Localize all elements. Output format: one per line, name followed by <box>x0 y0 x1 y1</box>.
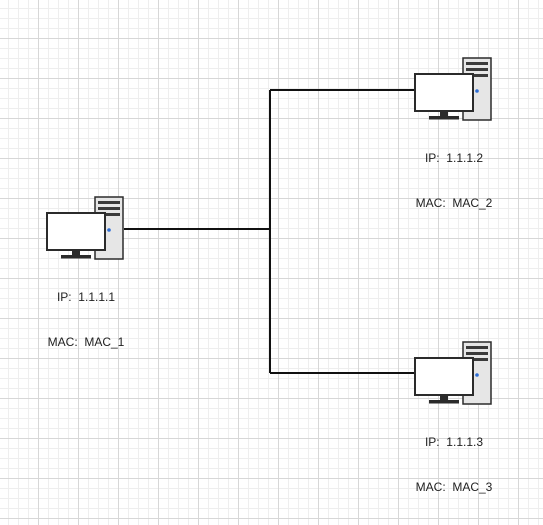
ip-address-text: IP: 1.1.1.2 <box>424 151 484 165</box>
mac-address-text: MAC: MAC_2 <box>415 196 493 210</box>
ip-address-text: IP: 1.1.1.1 <box>56 290 116 304</box>
desktop-computer-icon <box>414 341 492 405</box>
network-diagram <box>124 89 415 374</box>
desktop-computer-icon <box>46 196 124 260</box>
node-label: IP: 1.1.1.1 MAC: MAC_1 <box>26 260 146 380</box>
node-label: IP: 1.1.1.2 MAC: MAC_2 <box>394 121 514 241</box>
node-label: IP: 1.1.1.3 MAC: MAC_3 <box>394 405 514 525</box>
ip-address-text: IP: 1.1.1.3 <box>424 435 484 449</box>
desktop-computer-icon <box>414 57 492 121</box>
mac-address-text: MAC: MAC_3 <box>415 480 493 494</box>
connection-lines <box>124 89 415 374</box>
mac-address-text: MAC: MAC_1 <box>47 335 125 349</box>
